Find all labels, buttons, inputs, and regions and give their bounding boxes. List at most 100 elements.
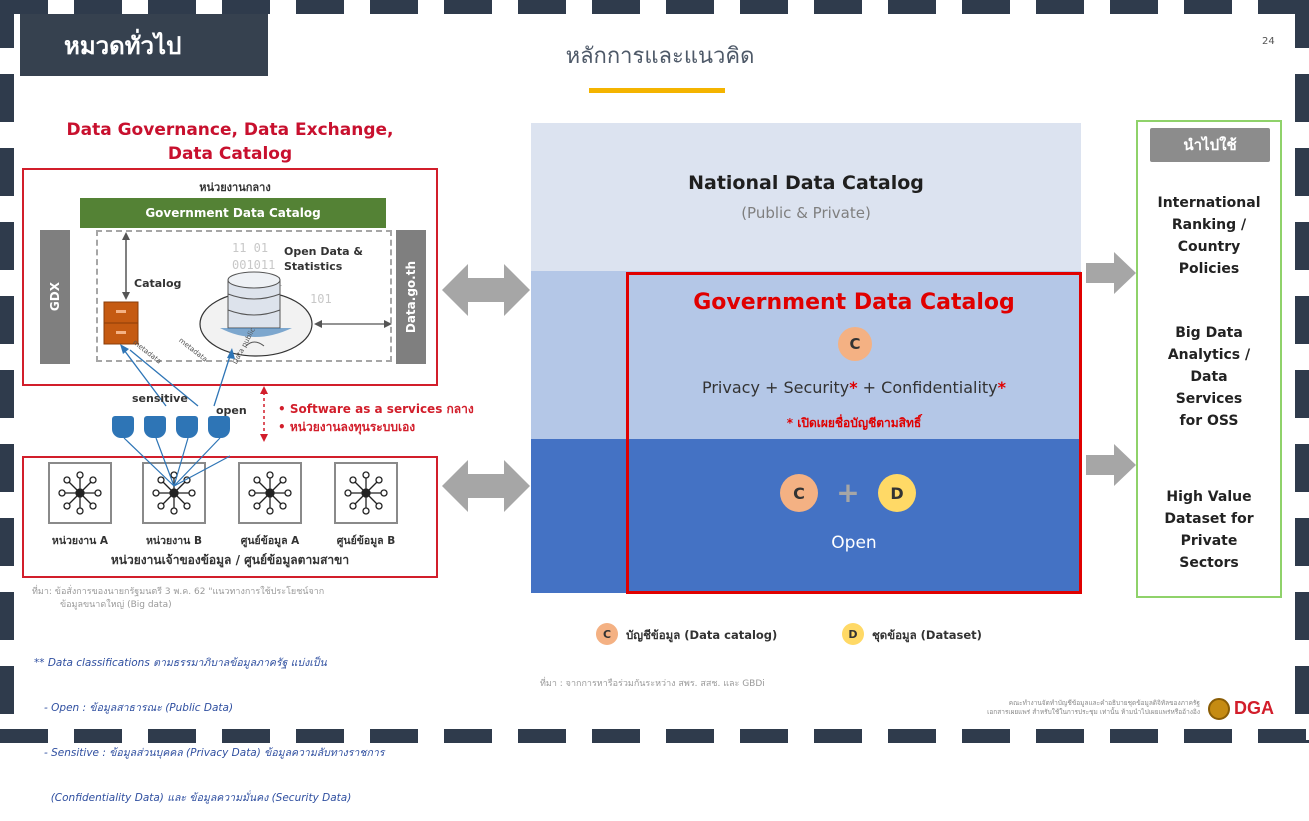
left-source-note: ที่มา: ข้อสั่งการของนายกรัฐมนตรี 3 พ.ค. … (32, 586, 324, 612)
dataset-d-icon: D (878, 474, 916, 512)
use-line: International (1157, 195, 1261, 211)
data-bucket-icon (208, 416, 230, 438)
classification-line: - Sensitive : ข้อมูลส่วนบุคคล (Privacy D… (34, 747, 385, 759)
classification-note: ** Data classifications ตามธรรมาภิบาลข้อ… (34, 626, 384, 821)
binary-line: 001011 (232, 258, 276, 272)
use-line: for OSS (1179, 413, 1239, 429)
center-source-note: ที่มา : จากการหารือร่วมกันระหว่าง สพร. ส… (540, 679, 765, 689)
catalog-label: Catalog (134, 277, 182, 290)
central-agency-label: หน่วยงานกลาง (199, 181, 271, 194)
node-label: ศูนย์ข้อมูล B (336, 535, 396, 547)
gdc-title: Government Data Catalog (693, 290, 1015, 315)
star-mark: * (997, 378, 1007, 397)
confidentiality-text: + Confidentiality (857, 378, 998, 397)
dga-logo: DGA (1234, 698, 1274, 718)
catalog-c-icon: C (780, 474, 818, 512)
page-heading: หลักการและแนวคิด (565, 44, 755, 69)
sensitive-label: sensitive (132, 392, 188, 405)
open-label-center: Open (831, 533, 877, 553)
use-line: Analytics / (1167, 347, 1251, 363)
data-bucket-icon (176, 416, 198, 438)
data-center-node-icon (238, 462, 302, 524)
data-bucket-icon (144, 416, 166, 438)
usage-panel (1136, 120, 1282, 598)
data-owners-box (22, 456, 438, 578)
open-data-layer (531, 439, 1081, 593)
frame-right-dashes (1295, 0, 1309, 743)
gov-catalog-highlight (626, 272, 1082, 594)
bucket-link-arrows (123, 437, 231, 487)
open-data-label: Open Data & Statistics (284, 245, 364, 273)
use-arrow-icon (1086, 444, 1136, 486)
frame-bottom-dashes (0, 729, 1309, 743)
gov-catalog-layer (531, 271, 1081, 439)
classification-line: (Confidentiality Data) และ ข้อมูลความมั่… (34, 792, 352, 804)
use-line: Data (1190, 369, 1228, 385)
privacy-line: Privacy + Security* + Confidentiality* (626, 378, 1082, 397)
gdc-bar: Government Data Catalog (80, 198, 386, 228)
use-line: Sectors (1179, 555, 1239, 571)
left-title-line1: Data Governance, Data Exchange, (66, 120, 394, 140)
use-line: Ranking / (1171, 217, 1247, 233)
use-line: Country (1177, 239, 1241, 255)
left-title-line2: Data Catalog (167, 144, 293, 164)
ndc-subtitle: (Public & Private) (741, 204, 871, 222)
invest-note: • หน่วยงานลงทุนระบบเอง (278, 420, 416, 434)
owners-caption: หน่วยงานเจ้าของข้อมูล / ศูนย์ข้อมูลตามสา… (110, 553, 350, 567)
binary-line: 11 01 (232, 241, 269, 255)
datagoth-label: Data.go.th (404, 260, 418, 334)
legend-c-label: บัญชีข้อมูล (Data catalog) (626, 628, 778, 642)
saas-note: • Software as a services กลาง (278, 402, 474, 416)
use-line: High Value (1166, 489, 1252, 505)
agency-node-icon (142, 462, 206, 524)
credit-line: คณะทำงานจัดทำบัญชีข้อมูลและคำอธิบายชุดข้… (1008, 699, 1200, 707)
gdx-label: GDX (48, 282, 62, 312)
node-label: หน่วยงาน B (145, 535, 202, 547)
source-line: ที่มา: ข้อสั่งการของนายกรัฐมนตรี 3 พ.ค. … (32, 587, 325, 597)
use-high-value: High Value Dataset for Private Sectors (1140, 486, 1278, 574)
credit-note: คณะทำงานจัดทำบัญชีข้อมูลและคำอธิบายชุดข้… (880, 699, 1200, 717)
disclose-note: * เปิดเผยชื่อบัญชีตามสิทธิ์ (786, 416, 922, 430)
dashed-double-arrow (260, 386, 268, 442)
classification-line: ** Data classifications ตามธรรมาภิบาลข้อ… (34, 657, 327, 669)
source-line: ข้อมูลขนาดใหญ่ (Big data) (60, 600, 172, 610)
catalog-c-icon: C (838, 327, 872, 361)
plus-sign: + (836, 476, 860, 509)
data-bucket-icon (112, 416, 134, 438)
category-tab: หมวดทั่วไป (20, 14, 268, 76)
ndc-title: National Data Catalog (688, 172, 924, 194)
bucket-row (112, 416, 230, 438)
use-big-data: Big Data Analytics / Data Services for O… (1140, 322, 1278, 432)
node-label: หน่วยงาน A (51, 535, 109, 547)
legend-c-icon: C (596, 623, 618, 645)
use-ranking: International Ranking / Country Policies (1140, 192, 1278, 280)
classification-line: - Open : ข้อมูลสาธารณะ (Public Data) (34, 702, 234, 714)
use-line: Policies (1178, 261, 1240, 277)
catalog-area (96, 230, 392, 362)
privacy-text: Privacy + Security (701, 378, 850, 397)
binary-line: 101 (310, 292, 332, 306)
gdx-bar: GDX (40, 230, 70, 364)
open-label: open (216, 404, 247, 417)
node-label: ศูนย์ข้อมูล A (240, 535, 300, 547)
use-line: Big Data (1175, 325, 1243, 341)
national-catalog-layer (531, 123, 1081, 271)
heading-underline (589, 88, 725, 93)
credit-line: เอกสารเผยแพร่ สำหรับใช้ในการประชุม เท่าน… (987, 708, 1200, 716)
frame-left-dashes (0, 0, 14, 743)
left-section-title: Data Governance, Data Exchange, Data Cat… (30, 118, 430, 166)
agency-node-icon (48, 462, 112, 524)
use-arrow-icon (1086, 252, 1136, 294)
use-line: Dataset for (1164, 511, 1254, 527)
star-mark: * (849, 378, 858, 397)
page-number: 24 (1262, 36, 1275, 47)
dga-seal-icon (1208, 698, 1230, 720)
data-center-node-icon (334, 462, 398, 524)
datagoth-bar: Data.go.th (396, 230, 426, 364)
use-line: Private (1180, 533, 1238, 549)
exchange-arrow-icon (442, 264, 530, 316)
usage-badge: นำไปใช้ (1150, 128, 1270, 162)
central-agency-box (22, 168, 438, 386)
legend-d-icon: D (842, 623, 864, 645)
use-line: Services (1175, 391, 1243, 407)
